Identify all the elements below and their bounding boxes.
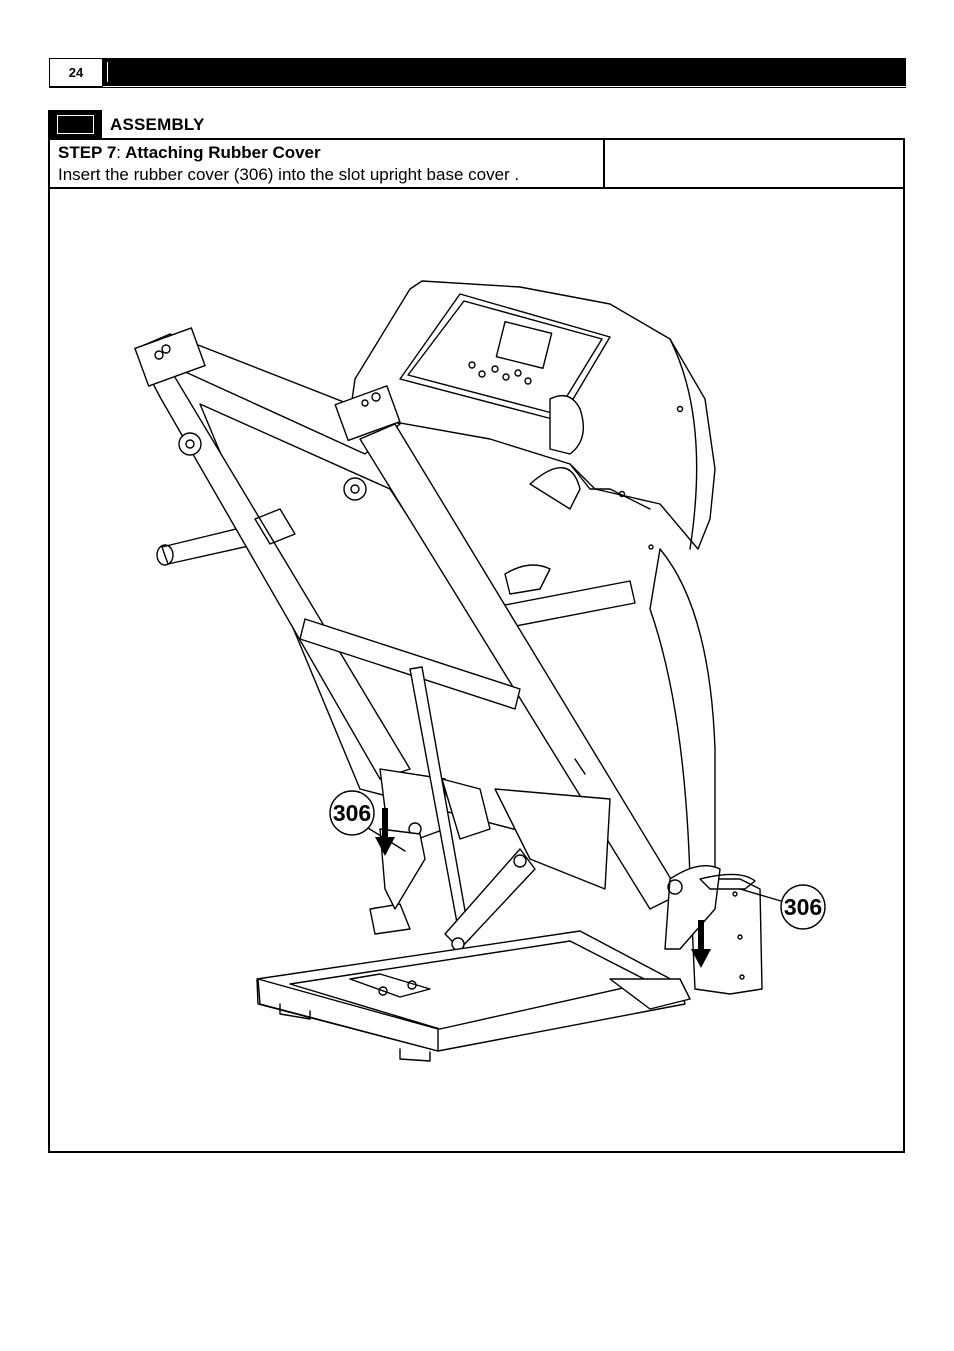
step-frame: STEP 7: Attaching Rubber Cover Insert th… (48, 138, 905, 1153)
page-header-bar: 24 (49, 58, 906, 88)
section-tab (48, 110, 102, 138)
treadmill-illustration: 306 306 (134, 280, 826, 1062)
step-separator: : (116, 143, 122, 162)
callout-label-right: 306 (784, 894, 822, 920)
callout-label-left: 306 (333, 800, 371, 826)
base-frame (256, 903, 691, 1062)
step-title-line: STEP 7: Attaching Rubber Cover (58, 143, 321, 163)
rubber-covers (379, 828, 756, 950)
section-title: ASSEMBLY (110, 115, 205, 134)
step-title: Attaching Rubber Cover (125, 143, 321, 162)
header-black-band (103, 58, 906, 86)
step-label: STEP 7 (58, 143, 117, 162)
header-divider (603, 140, 605, 187)
section-heading: ASSEMBLY (48, 110, 906, 138)
deck-frame (134, 327, 681, 910)
header-rule (49, 87, 906, 88)
step-header: STEP 7: Attaching Rubber Cover Insert th… (50, 140, 903, 189)
console-panel (349, 280, 716, 577)
header-band-tick (107, 62, 108, 82)
callout-306-left: 306 (329, 790, 406, 852)
section-tab-frame (57, 115, 94, 134)
lift-mechanism (409, 666, 611, 951)
page-number: 24 (49, 58, 103, 87)
step-instruction: Insert the rubber cover (306) into the s… (58, 165, 520, 184)
callout-306-right: 306 (739, 884, 826, 930)
